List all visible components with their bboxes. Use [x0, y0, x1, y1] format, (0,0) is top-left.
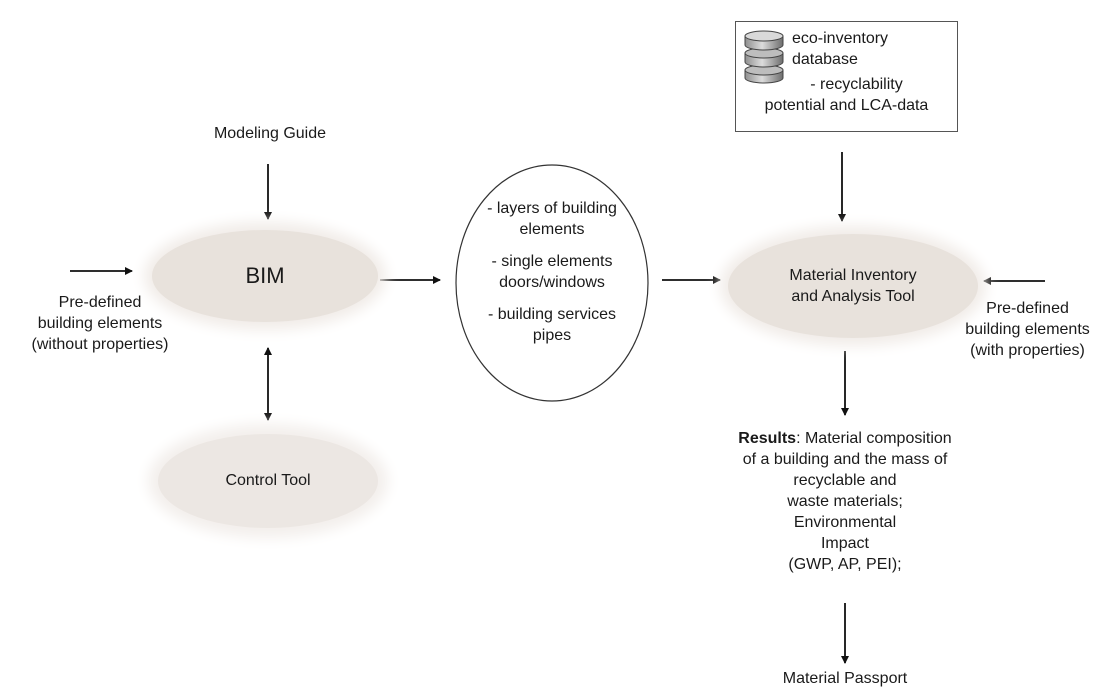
results-line: (GWP, AP, PEI); [788, 556, 902, 573]
database-icon [744, 30, 784, 84]
predefined-left-line: building elements [37, 315, 163, 332]
predefined-right-line: Pre-defined [986, 300, 1069, 317]
results-line: recyclable and [793, 472, 897, 489]
material-passport-label: Material Passport [782, 670, 908, 687]
middle-line: - single elements [491, 253, 613, 270]
middle-line: - layers of building [487, 200, 617, 217]
database-label-top: eco-inventory database [792, 28, 892, 70]
results-line: Impact [820, 535, 869, 552]
material-inventory-node [728, 234, 978, 338]
predefined-left-line: (without properties) [31, 336, 169, 353]
database-line: eco-inventory [792, 30, 889, 47]
results-line: of a building and the mass of [742, 451, 948, 468]
middle-line: pipes [532, 327, 572, 344]
database-line: potential and LCA-data [764, 97, 929, 114]
predefined-left-label: Pre-defined building elements (without p… [10, 292, 190, 355]
predefined-left-line: Pre-defined [58, 294, 142, 311]
middle-ellipse [455, 164, 649, 402]
predefined-right-line: (with properties) [970, 342, 1085, 359]
bim-label: BIM [245, 263, 285, 288]
database-line: - recyclability [810, 76, 903, 93]
predefined-right-label: Pre-defined building elements (with prop… [950, 298, 1105, 361]
predefined-right-line: building elements [965, 321, 1090, 338]
middle-line: elements [519, 221, 585, 238]
control-tool-label: Control Tool [225, 472, 311, 489]
results-line: waste materials; [787, 493, 903, 510]
material-tool-line: Material Inventory [789, 267, 917, 284]
eco-inventory-database-box: eco-inventory database - recyclability p… [735, 21, 958, 132]
database-label-bottom: - recyclability potential and LCA-data [736, 74, 957, 116]
middle-line: doors/windows [499, 274, 605, 291]
results-line: Environmental [793, 514, 897, 531]
results-bold-label: Results [738, 430, 797, 447]
middle-ellipse-text: - layers of building elements - single e… [462, 198, 642, 346]
results-line-rest: : Material composition [796, 430, 952, 447]
middle-line: - building services [487, 306, 617, 323]
results-text: Results: Material composition of a build… [700, 428, 990, 575]
results-line: Results: Material composition [700, 428, 990, 449]
material-tool-line: and Analysis Tool [791, 288, 915, 305]
control-tool-node [158, 434, 378, 528]
modeling-guide-label: Modeling Guide [213, 125, 327, 142]
database-line: database [792, 51, 858, 68]
material-inventory-label: Material Inventory and Analysis Tool [728, 234, 978, 338]
bim-node [152, 230, 378, 322]
